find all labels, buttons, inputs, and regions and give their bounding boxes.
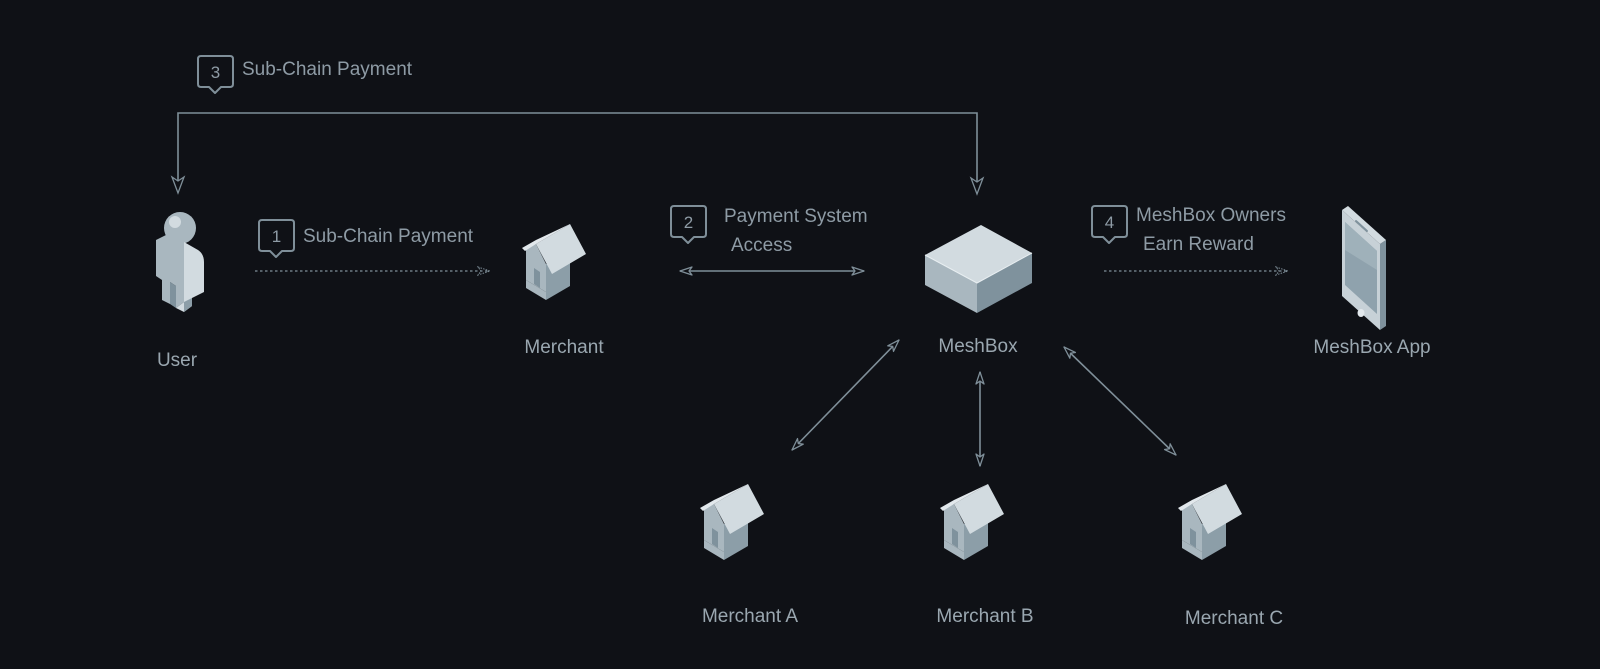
merchant-node[interactable]: Merchant bbox=[522, 224, 604, 358]
link-meshbox-merchant-a bbox=[791, 339, 900, 451]
step1-label: Sub-Chain Payment bbox=[303, 226, 474, 247]
merchant-b-node[interactable]: Merchant B bbox=[936, 484, 1034, 627]
speech-bubble-icon bbox=[258, 219, 295, 258]
merchant-c-node[interactable]: Merchant C bbox=[1178, 484, 1283, 629]
step1-number: 1 bbox=[272, 227, 281, 246]
speech-bubble-icon bbox=[670, 205, 707, 244]
step3-badge: 3 bbox=[197, 55, 234, 94]
meshbox-app-label: MeshBox App bbox=[1313, 337, 1430, 358]
speech-bubble-icon bbox=[197, 55, 234, 94]
link-meshbox-merchant-c bbox=[1063, 346, 1177, 456]
meshbox-app-node[interactable]: MeshBox App bbox=[1313, 206, 1431, 358]
house-icon bbox=[700, 484, 764, 560]
step4-number: 4 bbox=[1105, 213, 1114, 232]
user-node[interactable]: User bbox=[156, 212, 204, 371]
merchant-a-label: Merchant A bbox=[702, 606, 798, 627]
merchant-c-label: Merchant C bbox=[1185, 608, 1283, 629]
person-icon bbox=[156, 212, 204, 312]
house-icon bbox=[940, 484, 1004, 560]
step2-label-line2: Access bbox=[731, 235, 792, 256]
arrowhead-down-icon bbox=[969, 176, 985, 196]
step2-label-line1: Payment System bbox=[724, 206, 868, 227]
meshbox-label: MeshBox bbox=[938, 336, 1018, 357]
merchant-a-node[interactable]: Merchant A bbox=[700, 484, 798, 627]
user-label: User bbox=[157, 350, 198, 371]
merchant-label: Merchant bbox=[524, 337, 604, 358]
speech-bubble-icon bbox=[1091, 205, 1128, 244]
arrowhead-down-icon bbox=[170, 175, 186, 195]
house-icon bbox=[1178, 484, 1242, 560]
merchant-b-label: Merchant B bbox=[936, 606, 1033, 627]
meshbox-node[interactable]: MeshBox bbox=[924, 225, 1033, 357]
step3-label: Sub-Chain Payment bbox=[242, 59, 413, 80]
box-icon bbox=[924, 225, 1033, 313]
step3-number: 3 bbox=[211, 63, 220, 82]
step4-badge: 4 bbox=[1091, 205, 1128, 244]
step1-badge: 1 bbox=[258, 219, 295, 258]
step4-label-line1: MeshBox Owners bbox=[1136, 205, 1286, 226]
house-icon bbox=[522, 224, 586, 300]
step2-number: 2 bbox=[684, 213, 693, 232]
step3-connector bbox=[177, 112, 978, 193]
step4-label-line2: Earn Reward bbox=[1143, 234, 1254, 255]
step2-badge: 2 bbox=[670, 205, 707, 244]
smartphone-icon bbox=[1342, 206, 1386, 330]
